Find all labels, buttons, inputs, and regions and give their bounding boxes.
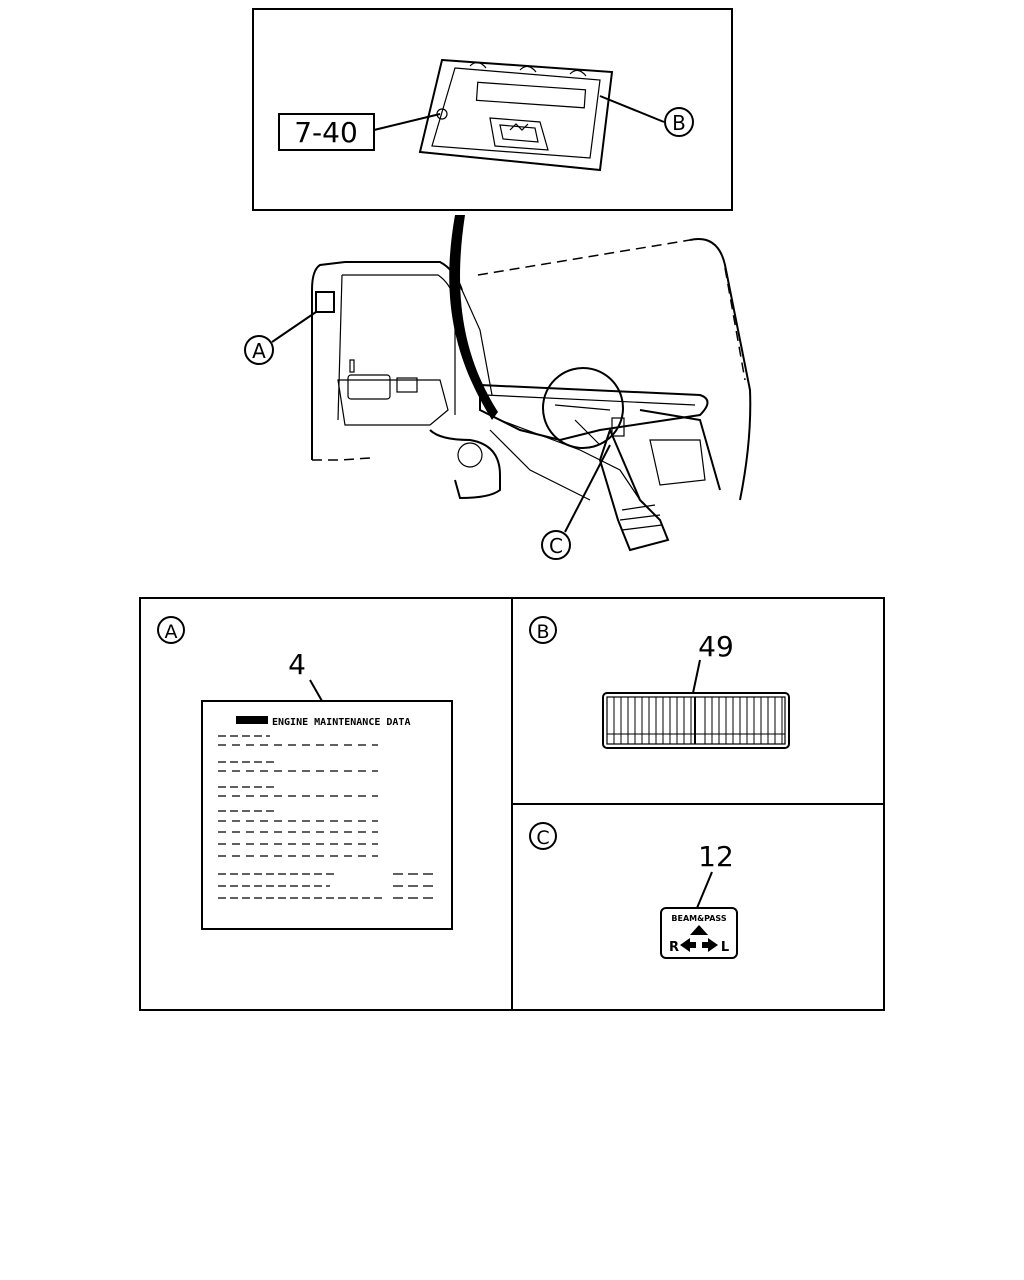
panel-b-circle: [529, 616, 557, 644]
inset-pointer: [449, 215, 498, 420]
panel-b-part-number: 49: [698, 630, 734, 663]
arrow-up-icon: [690, 925, 708, 935]
lens-ribs: [607, 697, 785, 744]
switch-left-letter: R: [669, 940, 679, 955]
panel-c-letter: C: [536, 827, 549, 849]
label-a-location: [315, 291, 335, 313]
switch-label: [660, 907, 738, 959]
switch-right-letter: L: [721, 940, 729, 955]
callout-c-letter: C: [549, 534, 563, 558]
overhead-inset: 7-40 B: [252, 8, 733, 211]
reference-box: [278, 113, 375, 151]
panel-a-letter: A: [165, 621, 178, 643]
engine-data-rows: [218, 735, 438, 899]
panel-b: B 49: [529, 616, 790, 749]
arrow-right-icon: [702, 938, 718, 952]
callout-c-circle: [541, 530, 571, 560]
callout-a-letter: A: [252, 339, 266, 363]
switch-label-text: BEAM&PASS: [671, 914, 726, 923]
arrow-left-icon: [680, 938, 696, 952]
panel-b-letter: B: [536, 621, 549, 643]
lamp-lens: [602, 692, 790, 749]
panel-c-part-number: 12: [698, 840, 734, 873]
engine-data-title: ENGINE MAINTENANCE DATA: [272, 717, 410, 728]
panel-c-circle: [529, 822, 557, 850]
callout-b-circle: [664, 107, 694, 137]
engine-data-label: [201, 700, 453, 930]
panel-a-circle: [157, 616, 185, 644]
panel-c: C 12 BEAM&PASS R L: [529, 822, 738, 959]
panel-a: A 4 ENGINE MAINTENANCE DATA: [157, 616, 453, 930]
callout-a-circle: [244, 335, 274, 365]
panel-a-part-number: 4: [288, 648, 306, 681]
cab-illustration: A C: [244, 238, 752, 560]
callout-b-letter: B: [672, 111, 686, 135]
detail-table: [139, 597, 885, 1011]
reference-label: 7-40: [294, 116, 358, 149]
